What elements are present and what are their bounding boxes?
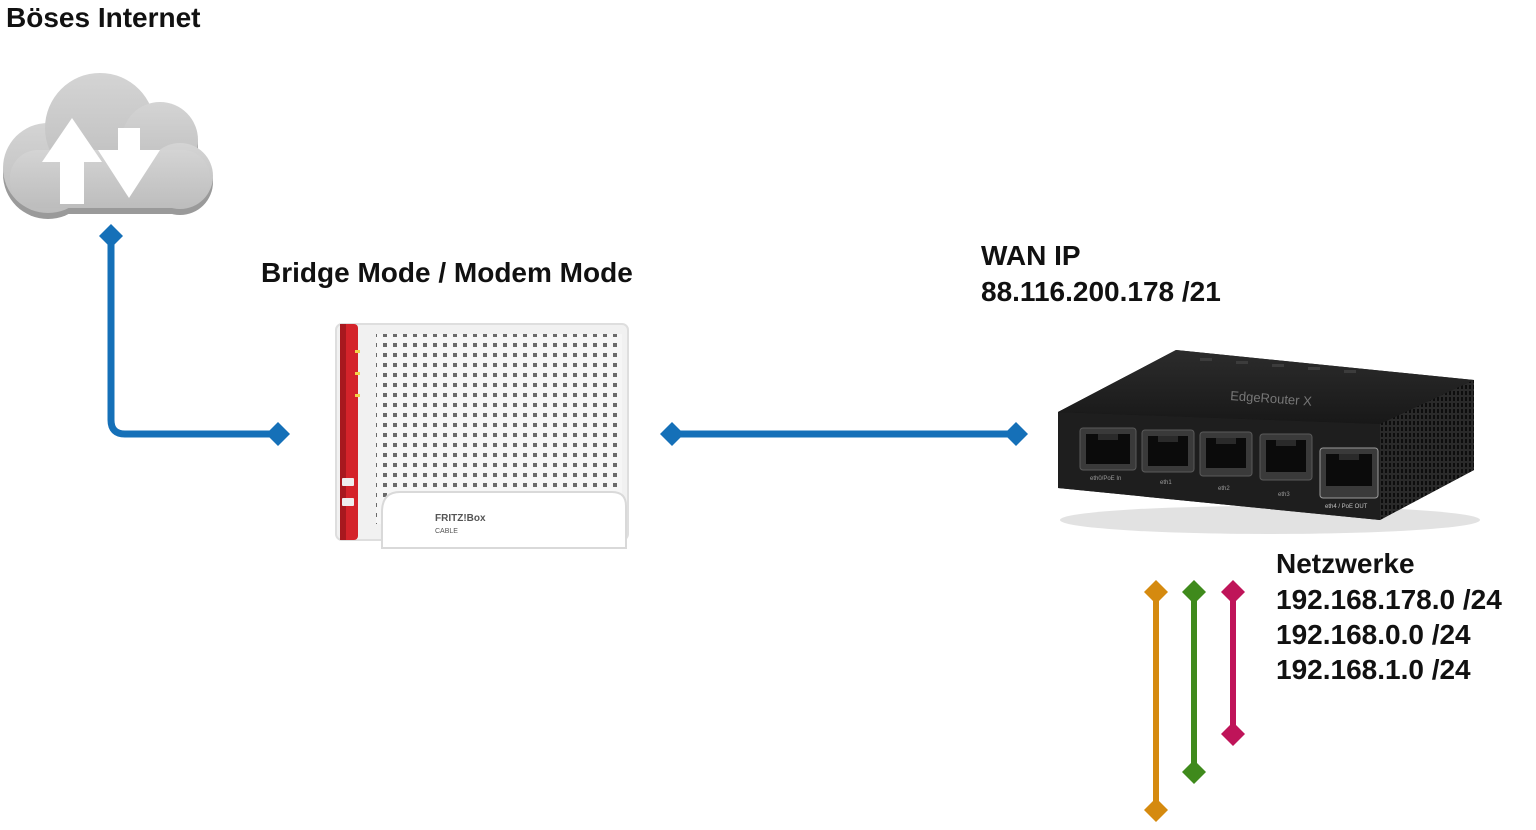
modem-model-text: CABLE (435, 528, 458, 535)
router-port-label-3: eth3 (1278, 492, 1290, 498)
router-port-2 (1199, 431, 1253, 477)
network-item: 192.168.0.0 /24 (1276, 619, 1471, 650)
router-port-label-1: eth1 (1160, 480, 1172, 486)
edgerouter-icon: EdgeRouter X eth0/PoE In eth1 et (1058, 350, 1480, 534)
lan-link-magenta (1221, 580, 1245, 746)
router-port-0 (1079, 427, 1137, 471)
wan-ip-address: 88.116.200.178 /21 (981, 276, 1221, 307)
router-port-label-4: eth4 / PoE OUT (1325, 504, 1368, 510)
router-port-4 (1319, 447, 1379, 499)
cloud-upload-download-icon (3, 73, 213, 219)
router-brand-text: EdgeRouter X (1230, 388, 1313, 409)
networks-heading: Netzwerke (1276, 548, 1415, 579)
lan-link-orange (1144, 580, 1168, 822)
router-port-label-2: eth2 (1218, 486, 1230, 492)
fritzbox-modem-icon: FRITZ!Box CABLE (335, 323, 629, 549)
lan-link-green (1182, 580, 1206, 784)
router-port-3 (1259, 433, 1313, 481)
network-item: 192.168.178.0 /24 (1276, 584, 1502, 615)
modem-router-link (660, 422, 1028, 446)
router-port-1 (1141, 429, 1195, 473)
internet-title: Böses Internet (6, 2, 201, 33)
modem-brand-text: FRITZ!Box (435, 513, 486, 524)
wan-title: WAN IP (981, 240, 1081, 271)
internet-modem-link (99, 224, 290, 446)
router-port-label-0: eth0/PoE In (1090, 476, 1121, 482)
network-item: 192.168.1.0 /24 (1276, 654, 1471, 685)
modem-title: Bridge Mode / Modem Mode (261, 257, 633, 288)
